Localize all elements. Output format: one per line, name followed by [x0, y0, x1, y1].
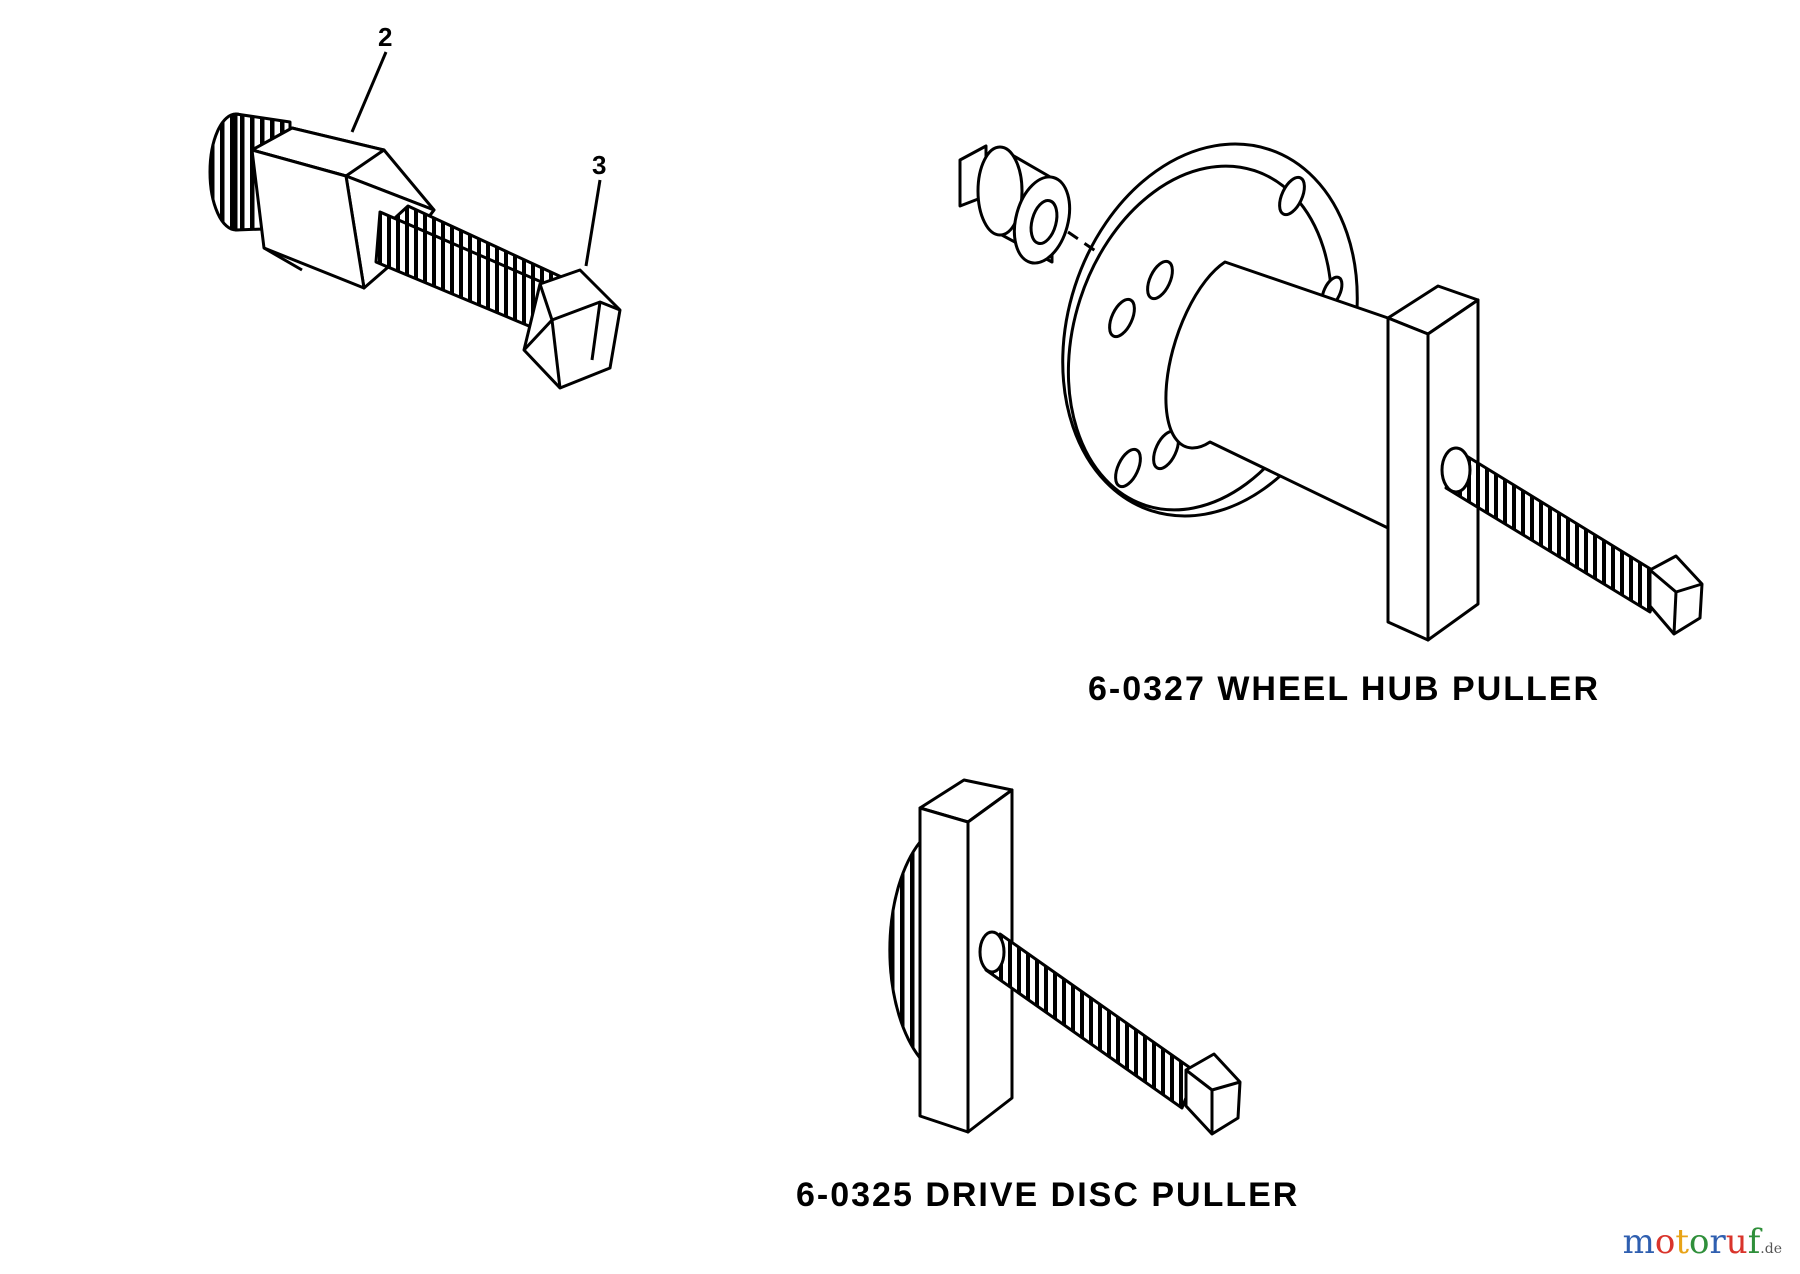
- watermark-letter: u: [1725, 1222, 1748, 1262]
- drive-disc-puller-assembly: [888, 778, 1242, 1136]
- callout-2: 2: [378, 22, 393, 52]
- watermark-letter: m: [1622, 1222, 1655, 1262]
- watermark-letters: motoruf: [1623, 1222, 1761, 1262]
- watermark-letter: f: [1747, 1222, 1761, 1262]
- watermark-tld: .de: [1760, 1241, 1782, 1257]
- watermark-letter: t: [1675, 1222, 1690, 1262]
- watermark-logo: motoruf.de: [1623, 1225, 1782, 1259]
- callout-3: 3: [592, 150, 607, 180]
- wheel-hub-puller-assembly: [958, 142, 1704, 642]
- watermark-letter: r: [1709, 1222, 1726, 1262]
- watermark-letter: o: [1689, 1222, 1710, 1262]
- hex-bolt-part: [374, 204, 622, 390]
- leader-line-2: [350, 51, 388, 133]
- caption-drive-disc-puller: 6-0325 DRIVE DISC PULLER: [796, 1176, 1300, 1214]
- caption-wheel-hub-puller: 6-0327 WHEEL HUB PULLER: [1088, 670, 1601, 708]
- watermark-letter: o: [1654, 1222, 1676, 1262]
- leader-line-3: [584, 179, 602, 267]
